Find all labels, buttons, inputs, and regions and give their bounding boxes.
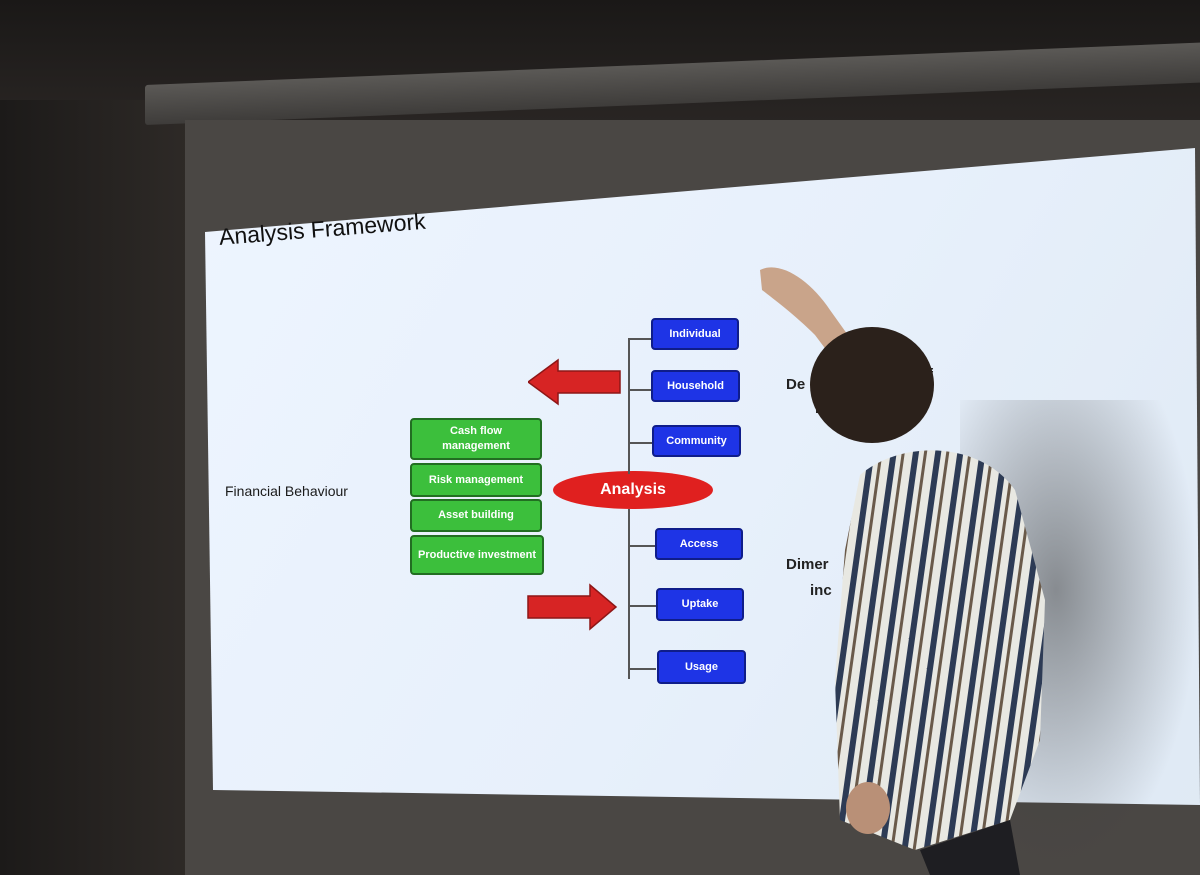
box-individual: Individual <box>651 318 739 350</box>
connector-access <box>628 545 656 547</box>
left-arrow-icon <box>528 358 621 406</box>
right-arrow-icon <box>527 583 618 631</box>
box-household: Household <box>651 370 740 402</box>
box-access: Access <box>655 528 743 560</box>
box-usage: Usage <box>657 650 746 684</box>
connector-household <box>628 389 652 391</box>
behaviour-box-asset: Asset building <box>410 499 542 532</box>
behaviour-box-investment: Productive investment <box>410 535 544 575</box>
connector-usage <box>628 668 656 670</box>
presenter-figure <box>760 267 1045 875</box>
financial-behaviour-label: Financial Behaviour <box>225 483 348 499</box>
room-left-wall <box>0 100 190 875</box>
connector-bottom-vertical <box>628 509 630 679</box>
box-community: Community <box>652 425 741 457</box>
connector-individual <box>628 338 652 340</box>
box-uptake: Uptake <box>656 588 744 621</box>
behaviour-box-risk: Risk management <box>410 463 542 497</box>
partial-heading-bottom-line2: inc <box>810 582 832 599</box>
connector-uptake <box>628 605 656 607</box>
behaviour-box-cash-flow: Cash flow management <box>410 418 542 460</box>
connector-top-vertical <box>628 338 630 474</box>
connector-community <box>628 442 652 444</box>
partial-heading-bottom: Dimer <box>786 556 829 573</box>
partial-heading-top: De <box>786 376 806 393</box>
analysis-oval: Analysis <box>553 471 713 509</box>
